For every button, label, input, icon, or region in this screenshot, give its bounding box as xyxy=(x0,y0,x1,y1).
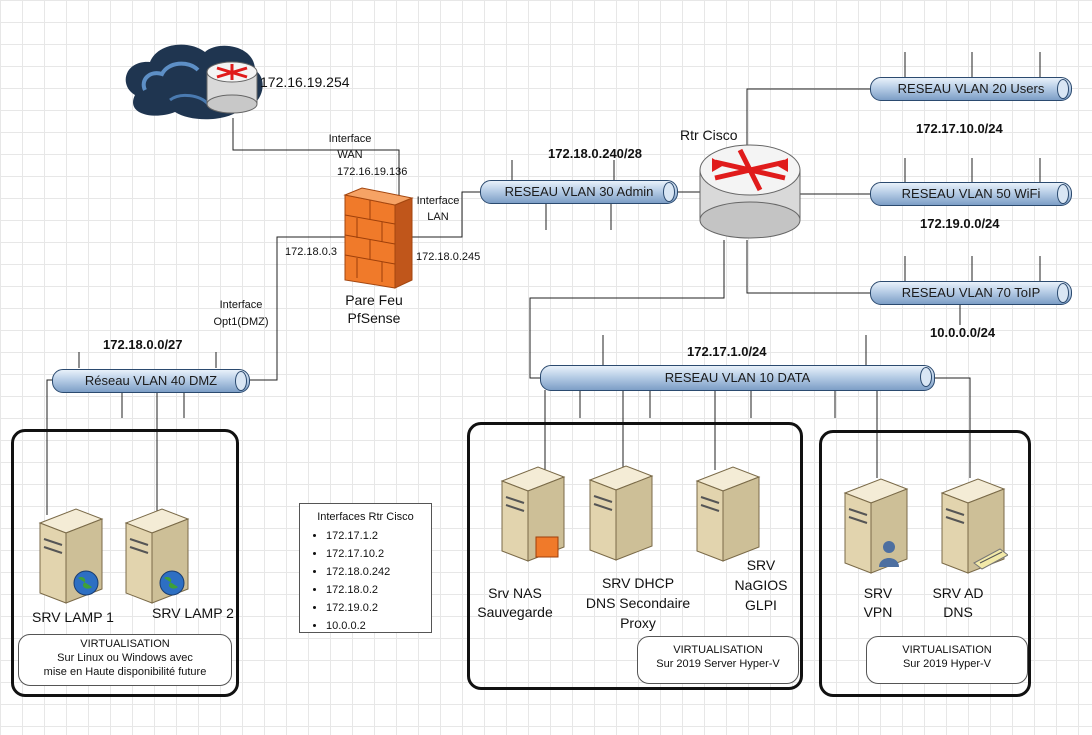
firewall-icon xyxy=(343,187,414,289)
virtualisation-dmz: VIRTUALISATION Sur Linux ou Windows avec… xyxy=(18,634,232,686)
server-label-nagios-3: GLPI xyxy=(745,597,777,613)
server-label-dhcp-3: Proxy xyxy=(620,615,656,631)
server-label-vpn-2: VPN xyxy=(863,604,893,620)
router-interfaces-legend: Interfaces Rtr Cisco 172.17.1.2 172.17.1… xyxy=(299,503,432,633)
vlan-40-subnet: 172.18.0.0/27 xyxy=(103,337,183,352)
server-icon xyxy=(695,466,761,562)
legend-item: 172.17.1.2 xyxy=(326,527,431,545)
cloud-ip: 172.16.19.254 xyxy=(260,74,350,90)
virtualisation-vpn: VIRTUALISATION Sur 2019 Hyper-V xyxy=(866,636,1028,684)
virtualisation-data: VIRTUALISATION Sur 2019 Server Hyper-V xyxy=(637,636,799,684)
vlan-50-wifi-pipe: RESEAU VLAN 50 WiFi xyxy=(870,182,1072,206)
virtualisation-line: Sur Linux ou Windows avec xyxy=(57,652,193,664)
server-label-lamp1: SRV LAMP 1 xyxy=(32,609,114,625)
vlan-70-subnet: 10.0.0.0/24 xyxy=(930,325,996,340)
dmz-label-2: Opt1(DMZ) xyxy=(213,316,269,328)
firewall-name-1: Pare Feu xyxy=(345,292,403,308)
server-label-nas-1: Srv NAS xyxy=(488,585,542,601)
virtualisation-line: Sur 2019 Server Hyper-V xyxy=(656,658,780,670)
legend-item: 172.18.0.242 xyxy=(326,563,431,581)
server-icon xyxy=(588,465,654,561)
vlan-20-users-pipe: RESEAU VLAN 20 Users xyxy=(870,77,1072,101)
router-icon xyxy=(699,144,801,239)
server-icon xyxy=(843,478,909,574)
wan-router-icon xyxy=(206,61,258,114)
dmz-label-1: Interface xyxy=(219,299,263,311)
lan-label-1: Interface xyxy=(416,195,460,207)
virtualisation-line: Sur 2019 Hyper-V xyxy=(902,658,992,670)
wan-ip: 172.16.19.136 xyxy=(337,166,408,178)
vlan-30-admin-pipe: RESEAU VLAN 30 Admin xyxy=(480,180,678,204)
vlan-50-subnet: 172.19.0.0/24 xyxy=(920,216,1000,231)
vlan-40-dmz-pipe: Réseau VLAN 40 DMZ xyxy=(52,369,250,393)
lan-label-2: LAN xyxy=(427,211,449,223)
virtualisation-title: VIRTUALISATION xyxy=(80,638,170,650)
wan-label-2: WAN xyxy=(337,149,363,161)
server-icon xyxy=(124,508,190,604)
server-label-nagios-2: NaGIOS xyxy=(734,577,788,593)
legend-item: 172.18.0.2 xyxy=(326,581,431,599)
server-label-ad-2: DNS xyxy=(943,604,973,620)
vlan-20-subnet: 172.17.10.0/24 xyxy=(916,121,1003,136)
virtualisation-title: VIRTUALISATION xyxy=(902,644,992,656)
firewall-name-2: PfSense xyxy=(347,310,401,326)
vlan-70-toip-pipe: RESEAU VLAN 70 ToIP xyxy=(870,281,1072,305)
server-label-ad-1: SRV AD xyxy=(932,585,984,601)
virtualisation-title: VIRTUALISATION xyxy=(673,644,763,656)
data-server-group xyxy=(467,422,803,690)
server-label-vpn-1: SRV xyxy=(863,585,893,601)
legend-item: 172.19.0.2 xyxy=(326,599,431,617)
dmz-ip: 172.18.0.3 xyxy=(285,246,337,258)
server-label-lamp2: SRV LAMP 2 xyxy=(152,605,234,621)
server-icon xyxy=(38,508,104,604)
vlan-10-data-pipe: RESEAU VLAN 10 DATA xyxy=(540,365,935,391)
dmz-server-group xyxy=(11,429,239,697)
server-icon xyxy=(500,466,566,562)
vlan-10-subnet: 172.17.1.0/24 xyxy=(687,344,767,359)
legend-item: 10.0.0.2 xyxy=(326,617,431,635)
legend-title: Interfaces Rtr Cisco xyxy=(317,511,414,523)
server-label-dhcp-1: SRV DHCP xyxy=(601,575,675,591)
server-label-dhcp-2: DNS Secondaire xyxy=(585,595,691,611)
lan-ip: 172.18.0.245 xyxy=(416,251,481,263)
server-label-nas-2: Sauvegarde xyxy=(477,604,553,620)
server-icon xyxy=(940,478,1008,574)
vlan-30-subnet: 172.18.0.240/28 xyxy=(548,146,642,161)
wan-label-1: Interface xyxy=(328,133,372,145)
vpn-ad-server-group xyxy=(819,430,1031,697)
server-label-nagios-1: SRV xyxy=(746,557,776,573)
router-name: Rtr Cisco xyxy=(680,127,738,143)
virtualisation-line: mise en Haute disponibilité future xyxy=(43,666,207,678)
legend-item: 172.17.10.2 xyxy=(326,545,431,563)
